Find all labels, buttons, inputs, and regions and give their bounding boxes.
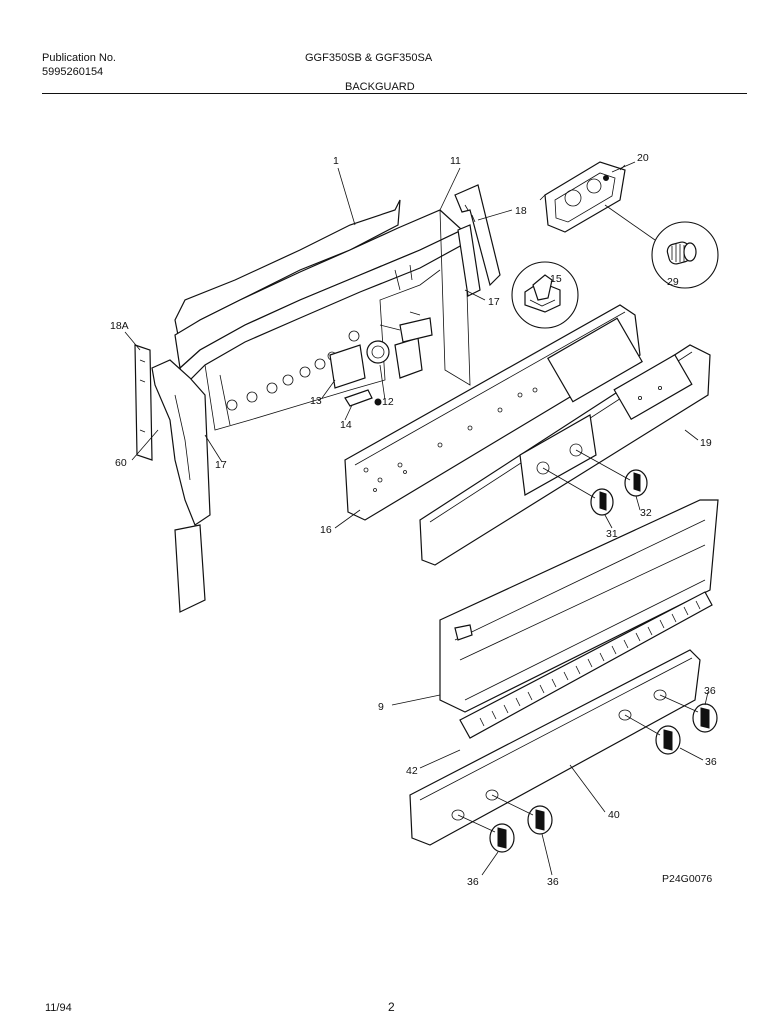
publication-number: 5995260154 [42,66,104,78]
callout-label: 36 [704,685,716,697]
right-bracket-part [454,184,501,297]
publication-label: Publication No. [42,52,116,64]
callout-label: 40 [608,809,620,821]
small-components [329,311,433,407]
callout-label: 29 [667,276,679,288]
callout-labels: 1 11 20 18 15 29 17 18A 12 13 14 60 17 1… [110,152,717,888]
callout-label: 20 [637,152,649,164]
callout-label: 16 [320,524,332,536]
callout-label: 17 [215,459,227,471]
reference-code: P24G0076 [662,873,712,885]
callout-label: 18 [515,205,527,217]
callout-label: 36 [467,876,479,888]
model-number: GGF350SB & GGF350SA [305,52,433,64]
callout-label: 12 [382,396,394,408]
callout-label: 15 [550,273,562,285]
callout-label: 17 [488,296,500,308]
callout-label: 13 [310,395,322,407]
callout-label: 19 [700,437,712,449]
callout-label: 14 [340,419,352,431]
clock-knob-detail [604,204,719,289]
manifold-panel-part [409,649,701,846]
callout-label: 1 [333,155,339,167]
clock-timer-part [539,161,626,233]
leader-lines [124,161,709,876]
callout-label: 36 [705,756,717,768]
callout-label: 60 [115,457,127,469]
callout-label: 42 [406,765,418,777]
vent-grill-part [459,591,713,739]
callout-label: 31 [606,528,618,540]
header-rule [42,93,747,94]
control-panel-part [344,304,643,521]
rear-frame-part [174,199,471,431]
callout-label: 11 [450,155,461,167]
callout-label: 9 [378,701,384,713]
page-number: 2 [388,1000,395,1014]
front-panel-part [419,344,711,566]
upper-trim-part [439,499,719,713]
callout-label: 36 [547,876,559,888]
callout-label: 32 [640,507,652,519]
switch-detail [511,261,579,329]
callout-label: 18A [110,320,129,332]
footer-date: 11/94 [45,1002,72,1014]
section-title: BACKGUARD [345,81,415,93]
left-end-trim-part [134,344,211,613]
oven-knobs [542,449,648,516]
